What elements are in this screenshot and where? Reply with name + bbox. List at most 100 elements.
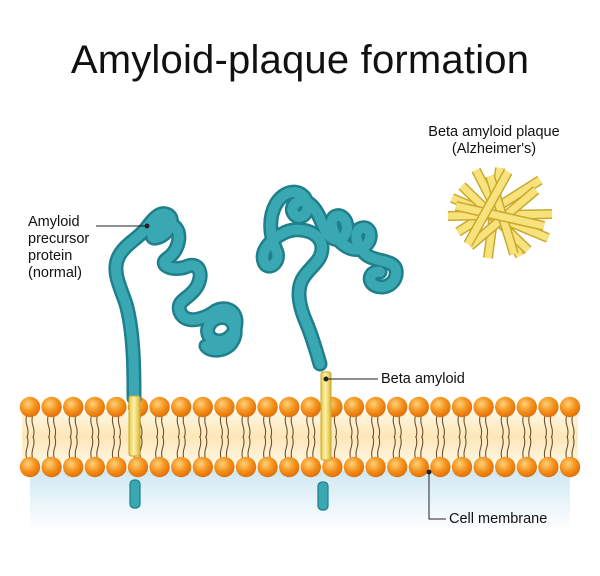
beta-amyloid-segment xyxy=(320,371,332,461)
lipid-tails xyxy=(25,413,575,461)
cleaved-coil xyxy=(258,187,402,369)
lipid-tail xyxy=(219,413,223,461)
lipid-head xyxy=(559,396,581,418)
lipid-tail xyxy=(290,413,294,461)
plaque-label-line-2: (Alzheimer's) xyxy=(451,141,537,157)
lipid-tail xyxy=(111,413,115,461)
app-label: Amyloid precursor protein (normal) xyxy=(28,214,89,282)
lipid-head xyxy=(430,456,451,478)
lipid-head xyxy=(214,456,235,478)
amyloid-precursor-protein xyxy=(108,206,244,509)
app-beta-segment xyxy=(128,395,141,457)
lipid-head xyxy=(408,396,429,418)
lipid-tail xyxy=(176,413,180,461)
lipid-tail xyxy=(377,413,381,461)
lipid-head xyxy=(19,456,41,478)
lipid-head xyxy=(430,396,451,418)
lipid-tail xyxy=(420,413,424,461)
app-leader-dot xyxy=(144,223,150,229)
lipid-head xyxy=(84,456,106,478)
lipid-head xyxy=(84,396,106,418)
lipid-head xyxy=(365,396,386,418)
lipid-head xyxy=(62,456,84,478)
lipid-tail xyxy=(198,413,202,461)
lipid-head xyxy=(149,396,170,418)
app-coil xyxy=(110,208,241,403)
cleaved-precursor-protein xyxy=(255,184,404,511)
lipid-head xyxy=(343,456,365,478)
lipid-head xyxy=(408,456,429,478)
lipid-head xyxy=(171,456,192,478)
lipid-tail xyxy=(549,413,553,461)
cell-membrane-label: Cell membrane xyxy=(449,511,548,527)
lipid-head xyxy=(192,456,213,478)
lipid-tail xyxy=(506,413,510,461)
lipid-head xyxy=(451,396,473,418)
lipid-tail xyxy=(355,413,359,461)
lipid-head xyxy=(538,396,559,418)
lipid-tail xyxy=(500,413,504,461)
membrane-core xyxy=(22,412,578,462)
diagram-title: Amyloid-plaque formation xyxy=(70,38,530,82)
lipid-head xyxy=(235,456,257,478)
lipid-tail xyxy=(96,413,100,461)
lipid-tail xyxy=(74,413,78,461)
lipid-head xyxy=(300,456,321,478)
cytoplasm-region xyxy=(30,470,570,530)
lipid-tail xyxy=(479,413,483,461)
beta-amyloid-plaque xyxy=(447,167,553,259)
lipid-head xyxy=(343,396,365,418)
lipid-tail xyxy=(349,413,353,461)
lipid-head xyxy=(127,456,149,478)
lipid-tail xyxy=(392,413,396,461)
lipid-tail xyxy=(225,413,229,461)
lipid-head xyxy=(559,456,581,478)
lipid-head xyxy=(516,456,537,478)
lipid-head xyxy=(41,456,62,478)
membrane-leader-dot xyxy=(426,469,432,475)
lipid-head xyxy=(516,396,537,418)
lipid-tail xyxy=(117,413,121,461)
lipid-head xyxy=(279,456,300,478)
lipid-head xyxy=(322,456,343,478)
lipid-tail xyxy=(161,413,165,461)
lipid-head xyxy=(19,396,41,418)
plaque-rod xyxy=(464,170,512,246)
beta-amyloid-label: Beta amyloid xyxy=(381,371,465,387)
app-label-line-2: precursor xyxy=(28,231,90,247)
lipid-heads-inner xyxy=(19,456,581,478)
lipid-tail xyxy=(312,413,316,461)
lipid-tail xyxy=(263,413,267,461)
lipid-head xyxy=(473,396,494,418)
lipid-head xyxy=(235,396,257,418)
lipid-tail xyxy=(90,413,94,461)
lipid-tail xyxy=(522,413,526,461)
lipid-head xyxy=(214,396,235,418)
lipid-tail xyxy=(284,413,288,461)
lipid-tail xyxy=(269,413,273,461)
app-label-line-3: protein xyxy=(28,248,73,264)
lipid-tail xyxy=(371,413,375,461)
lipid-tail xyxy=(182,413,186,461)
lipid-head xyxy=(257,396,278,418)
lipid-tail xyxy=(25,413,29,461)
lipid-head xyxy=(171,396,192,418)
lipid-tail xyxy=(528,413,532,461)
lipid-head xyxy=(473,456,494,478)
lipid-tail xyxy=(31,413,35,461)
lipid-head xyxy=(300,396,321,418)
lipid-tail xyxy=(414,413,418,461)
lipid-head xyxy=(149,456,170,478)
membrane-leader-line xyxy=(428,472,446,520)
lipid-tail xyxy=(47,413,51,461)
lipid-tail xyxy=(53,413,57,461)
lipid-tail xyxy=(333,413,337,461)
lipid-head xyxy=(192,396,213,418)
lipid-tail xyxy=(306,413,310,461)
plaque-label-line-1: Beta amyloid plaque xyxy=(428,124,560,140)
lipid-tail xyxy=(68,413,72,461)
lipid-head xyxy=(365,456,386,478)
plaque-label: Beta amyloid plaque (Alzheimer's) xyxy=(414,124,574,158)
